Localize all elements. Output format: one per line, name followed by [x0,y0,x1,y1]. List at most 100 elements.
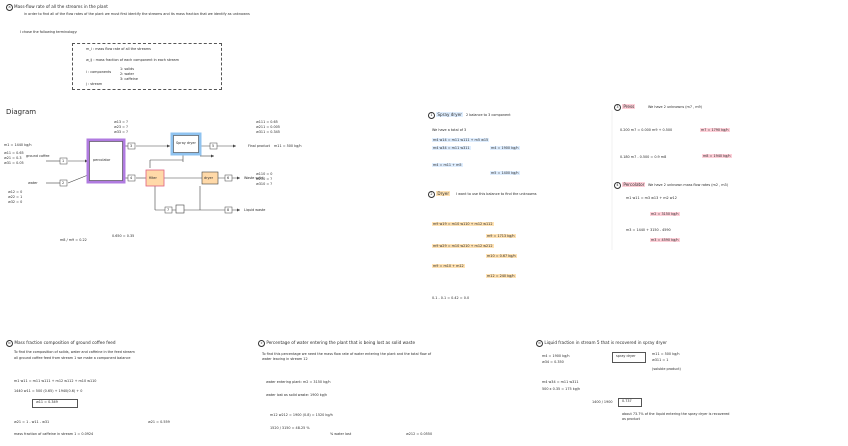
problem-number: a [6,4,13,11]
spray-eq1: m4 w14 = m11 w111 + m5 w15 [432,138,490,142]
partc-eq1: m12 w212 = 1900 (0.8) = 1520 kg/h [270,413,333,417]
stream-label-5: 5 [212,143,215,148]
term-mass-flow: m_i : mass flow rate of all the streams [86,47,151,51]
spray-heading: 1 Spray dryer [428,112,463,119]
term-mass-fraction: w_ij : mass fraction of each component i… [86,58,179,62]
partd-res: 0.737 [622,399,632,403]
press-res2: m8 = 1940 kg/h [702,154,732,158]
w-mid-1: w13 = ? [114,120,128,124]
term-stream: j : stream [86,82,103,86]
wet-solid-label: Waste solid [244,176,264,180]
w-feed-2: w21 = 0.3 [4,156,22,160]
spray-marker: 1 [428,112,435,119]
partb-line2: all ground coffee feed from stream 1 we … [14,356,131,360]
w-prod-3: w311 = 0.345 [256,130,280,134]
terminology-box [72,43,222,90]
diagram-title: Diagram [6,108,37,116]
partb-res1-box [32,399,78,408]
w-feed-1: w11 = 0.65 [4,151,24,155]
dryer-check: 0.1 - 0.1 = 0.42 = 0.0 [432,296,470,300]
unit-spray-dryer: Spray dryer [176,141,196,145]
dryer-heading: 2 Dryer [428,191,451,198]
partb-eq2: 1440 w11 = 500 (0.65) + 1940(0.6) + 0 [14,389,83,393]
partc-water-in: water entering plant: m2 = 3150 kg/h [266,380,331,384]
partd-out2: w311 = 1 [652,358,669,362]
dryer-eq3: m9 = m10 + m12 [432,264,465,268]
spray-intro: 2 balance to 3 component [466,113,511,117]
part-a-marker: a [6,4,13,11]
partd-out1: m11 = 500 kg/h [652,352,680,356]
perc-heading: 4 Percolator [614,182,646,189]
partb-eq3: w21 = 1 - w11 - w31 [14,420,50,424]
w-mid-2: w23 = ? [114,125,128,129]
problem-line2: I chose the following terminology: [20,30,78,34]
w-prod-1: w111 = 0.65 [256,120,278,124]
perc-marker: 4 [614,182,621,189]
partc-eq2: 1520 / 3150 = 48.25 % [270,426,310,430]
ratio-b: 0.650 = 0.35 [112,234,135,238]
feed-label: ground coffee [26,154,50,158]
press-heading: 3 Press [614,104,636,111]
partc-marker: c [258,340,265,347]
perc-res2: m3 = 4590 kg/h [650,238,680,242]
unit-filter: filter [149,176,157,180]
press-res1: m7 = 1790 kg/h [700,128,730,132]
term-comp2: 2: water [120,72,135,76]
partc-line1: To find this percentage we need the mass… [262,352,432,361]
spray-eq-label: We have a total of 3 [432,128,467,132]
w-water-1: w12 = 0 [8,190,23,194]
dryer-marker: 2 [428,191,435,198]
w-water-3: w32 = 0 [8,200,23,204]
spray-eq3: m4 = m11 + m5 [432,163,463,167]
partd-eq1: m4 = 1900 kg/h [542,354,570,358]
partb-eq1: m1 w11 = m11 w111 + m12 w112 + m10 w110 [14,379,97,383]
spray-res1: m4 = 1900 kg/h [490,146,520,150]
partd-unit: spray dryer [616,354,636,358]
perc-intro: We have 2 unknown mass flow rates (m2 , … [648,183,729,187]
product-rate: m11 = 500 kg/h [274,144,302,148]
partb-marker: b [6,340,13,347]
term-components: i : components [86,70,112,74]
w-water-2: w22 = 1 [8,195,23,199]
w-prod-2: w211 = 0.005 [256,125,280,129]
waste-label: Liquid waste [244,208,266,212]
w-feed-3: w31 = 0.05 [4,161,24,165]
press-marker: 3 [614,104,621,111]
partd-marker: d [536,340,543,347]
partd-frac: 1400 / 1900 [592,400,613,404]
partd-eq4: 500 x 0.35 = 175 kg/h [542,387,581,391]
partd-heading: d Liquid fraction in stream 5 that is re… [536,340,667,347]
partd-res-box [618,398,642,407]
dryer-res3: m12 = 240 kg/h [486,274,516,278]
partc-water-lost: water lost as solid waste: 1900 kg/h [266,393,328,397]
problem-line1: in order to find all of the flow rates o… [24,12,250,16]
partb-res1: w11 = 0.349 [36,400,58,404]
stream-label-1: 1 [62,158,65,163]
partd-eq3: m4 w34 = m11 w311 [542,380,579,384]
press-eq1: 0.200 m7 = 0.000 m9 + 0.500 [620,128,673,132]
dryer-intro: I want to use this balance to find the u… [456,192,537,196]
stream-label-8: 8 [227,207,230,212]
w-mid-3: w33 = ? [114,130,128,134]
w-waste-3: w310 = ? [256,182,273,186]
unit-dryer: dryer [204,176,214,180]
stream-label-3: 3 [130,143,133,148]
dryer-eq2: m9 w29 = m10 w210 + m12 w212 [432,244,494,248]
partc-res: w212 = 0.0550 [406,432,433,436]
stream-label-6: 6 [227,175,230,180]
partd-eq2: w34 = 0.350 [542,360,564,364]
stream-label-4: 4 [130,175,133,180]
water-label: water [28,181,38,185]
problem-title: Mass-flow rate of all the streams in the… [14,4,108,9]
partd-conclusion: about 73.7% of the liquid entering the s… [622,412,730,421]
spray-res2: m5 = 1400 kg/h [490,171,520,175]
partc-heading: c Percentage of water entering the plant… [258,340,415,347]
dryer-eq1: m9 w19 = m10 w110 + m12 w112 [432,222,494,226]
dryer-res1: m9 = 1713 kg/h [486,234,516,238]
term-comp1: 1: solids [120,67,135,71]
partb-foot: mass fraction of caffeine in stream 1 = … [14,432,94,436]
product-label: Final product [248,144,270,148]
partb-heading: b Mass fraction composition of ground co… [6,340,116,347]
partd-out-note: (soluble product) [652,367,681,371]
